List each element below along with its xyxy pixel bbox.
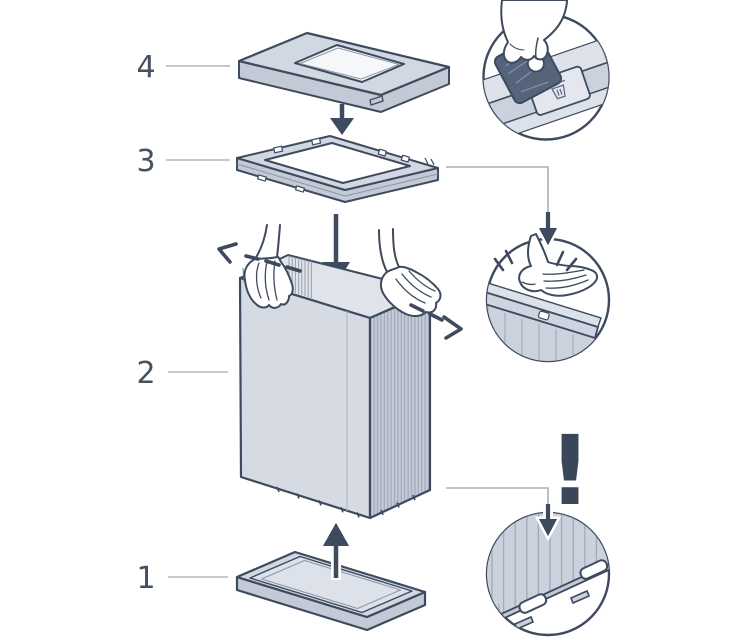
frame-clip-details — [256, 137, 411, 193]
frame-tick-details — [424, 157, 435, 166]
pull-open-arrow-left — [217, 242, 302, 273]
leader-lines — [166, 65, 230, 578]
click-emphasis-marks — [493, 249, 578, 272]
inserting-hand — [500, 0, 568, 64]
part-frame — [236, 135, 439, 203]
right-hand — [378, 228, 442, 318]
step-label-3: 3 — [136, 144, 155, 179]
part-lid — [237, 31, 451, 113]
exclamation-icon: ! — [548, 415, 592, 527]
callout-insert-cassette — [482, 0, 610, 141]
step-label-1: 1 — [136, 561, 155, 596]
part-base — [235, 550, 427, 632]
connector-frame-to-press-callout — [446, 166, 549, 212]
left-hand — [243, 224, 294, 309]
connector-arrow-press — [534, 212, 562, 251]
connector-body-to-bottom-callout — [446, 487, 549, 504]
bottom-slots-content — [487, 513, 609, 631]
callout-bottom-slots — [485, 504, 611, 637]
callout-press-frame — [485, 212, 611, 363]
connector-arrow-bottom — [534, 504, 562, 542]
arrow-base-to-body — [317, 516, 355, 580]
step-label-2: 2 — [136, 356, 155, 391]
part-body — [238, 254, 432, 520]
arrow-lid-to-frame — [330, 104, 354, 135]
bottom-edge-ticks — [276, 486, 416, 518]
pull-open-arrow-right — [409, 303, 463, 340]
step-label-4: 4 — [136, 50, 155, 85]
